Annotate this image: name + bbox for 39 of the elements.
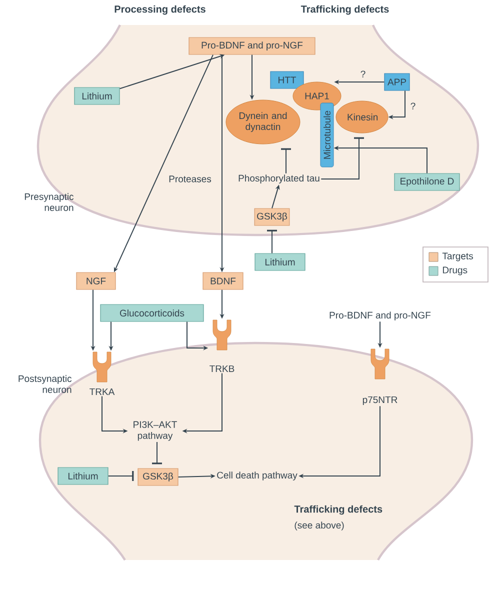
process-label: Proteases [169,176,212,182]
microtubule-bar: Microtubule [320,102,334,168]
pathway-text: Phosphorylated tau [238,174,320,184]
pathway-text: Pro-BDNF and pro-NGF [330,312,431,320]
edge-label: ? [360,70,366,78]
arrow [320,137,364,180]
legend-label: Drugs [442,266,468,276]
receptor: TRKB [210,320,234,372]
drug-box: Epothilone D [394,173,460,191]
cell-label: Presynaptic neuron [24,193,74,211]
edge-label: ? [410,102,416,110]
protein-box: HTT [270,71,304,89]
arrow [281,148,291,174]
node-label: TRKA [90,388,115,395]
arrow [152,442,162,464]
pathway-text: Cell death pathway [217,472,298,480]
target-box: GSK3β [254,208,290,226]
drug-box: Glucocorticoids [100,304,204,322]
arrow [108,471,134,481]
node-label: p75NTR [362,396,398,405]
receptor: TRKA [90,352,115,395]
pathway-text: PI3K–AKT pathway [134,421,177,441]
drug-box: Lithium [254,253,306,271]
note-text: (see above) [294,522,344,530]
target-box: BDNF [202,272,244,290]
heading: Processing defects [114,5,206,15]
heading: Trafficking defects [300,5,389,15]
legend-label: Targets [442,252,473,262]
drug-box: Lithium [58,467,108,485]
note-heading: Trafficking defects [294,505,382,515]
target-box: NGF [76,272,116,290]
target-box: Pro-BDNF and pro-NGF [188,37,316,55]
arrow [267,230,277,254]
protein-box: APP [384,73,410,91]
target-box: GSK3β [138,468,178,486]
drug-box: Lithium [74,87,120,105]
cell-label: Postsynaptic neuron [18,375,72,393]
receptor: p75NTR [362,348,398,405]
node-label: TRKB [210,365,234,372]
